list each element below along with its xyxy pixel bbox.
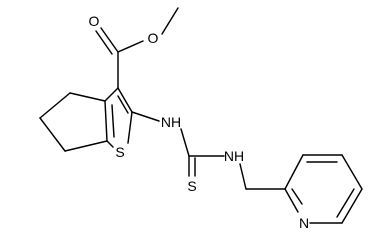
bond-c3a-c6a xyxy=(104,100,108,142)
chemical-structure-diagram: O O S NH NH S N xyxy=(39,7,363,231)
amide-nh-label: NH xyxy=(161,114,181,130)
bond-c2-nh xyxy=(131,111,160,122)
bond-c3a-c6a-double xyxy=(111,104,115,138)
ester-oxygen-label: O xyxy=(148,30,159,46)
bond-py-c2-c3 xyxy=(284,154,304,190)
bond-c4-c3a xyxy=(69,92,106,102)
thiophene-sulfur-label: S xyxy=(115,144,124,160)
bond-c6a-s1 xyxy=(106,140,114,148)
bond-c3-c2 xyxy=(117,87,133,113)
bond-oester-methyl xyxy=(161,7,179,35)
bond-carbonyl-o-double-a xyxy=(100,27,119,53)
cyclopentane-ring xyxy=(39,92,108,152)
bond-py-c4-c5 xyxy=(341,154,363,190)
methyl-ester-group xyxy=(95,7,179,89)
bond-c3a-c3 xyxy=(104,87,119,102)
structure-canvas: O O S NH NH S N xyxy=(39,7,363,231)
thiourea-nh-label: NH xyxy=(224,148,244,164)
bond-nh2-ch2 xyxy=(239,163,247,190)
thiophene-ring xyxy=(104,87,133,148)
bond-py-c5-c6 xyxy=(341,188,363,224)
bond-c3-c2-double xyxy=(117,95,129,114)
bond-py-n-c2 xyxy=(284,188,299,213)
bond-c5-c6 xyxy=(39,117,66,152)
bond-py-n-c2-double xyxy=(291,188,303,205)
bond-c4-c5 xyxy=(39,92,71,119)
bond-carbonyl-o-double-b xyxy=(95,30,113,55)
carbonyl-oxygen-label: O xyxy=(89,13,100,29)
thiourea-linker xyxy=(131,111,286,190)
thione-sulfur-label: S xyxy=(187,178,196,194)
bond-nh-cthio xyxy=(180,128,190,157)
bond-carbonyl-oester xyxy=(117,40,144,53)
pyridine-ring xyxy=(284,154,363,224)
bond-c6-c6a xyxy=(64,140,108,152)
bond-py-c5-c6-double xyxy=(336,188,355,218)
pyridine-nitrogen-label: N xyxy=(299,215,309,231)
bond-c2-s1 xyxy=(127,111,133,144)
